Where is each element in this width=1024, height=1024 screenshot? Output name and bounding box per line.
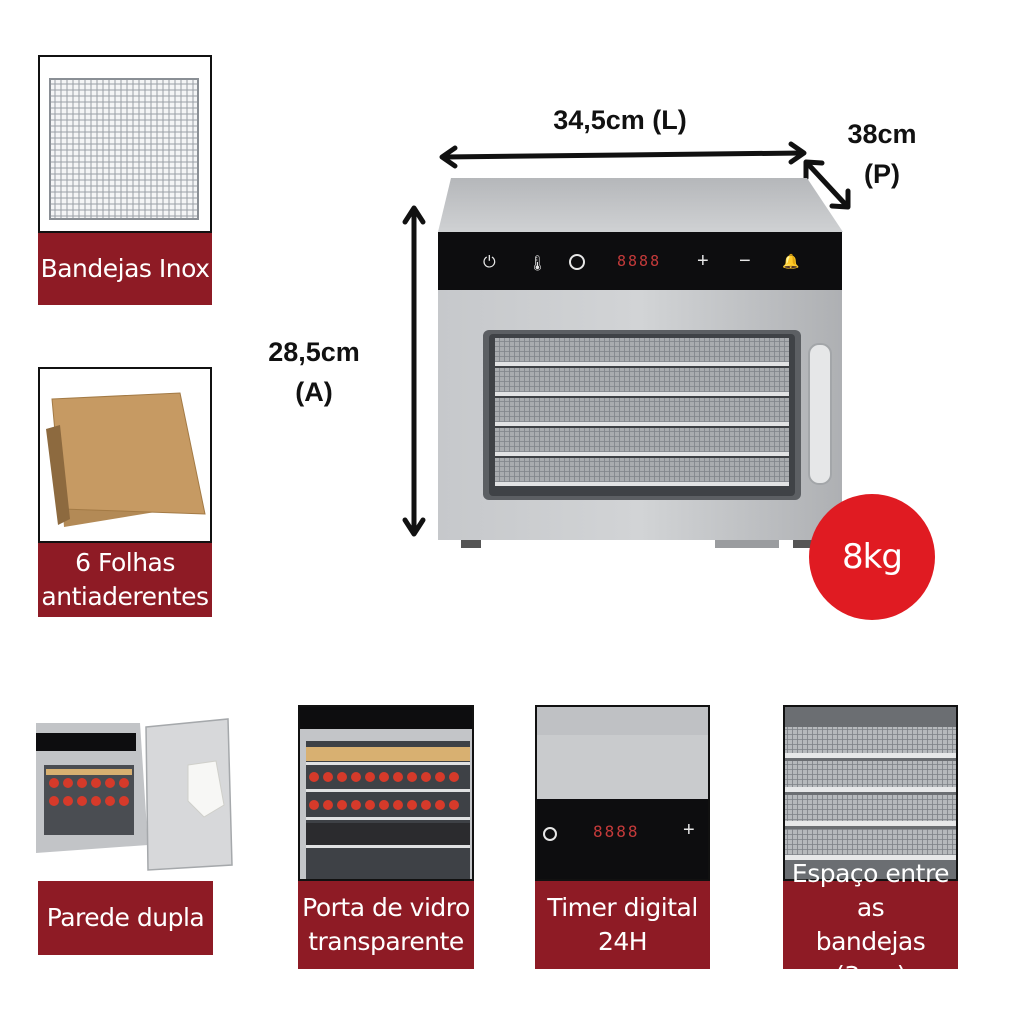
feature-label-double-wall: Parede dupla [38,881,213,955]
dehydrator-trays [495,338,789,486]
glass-door-image [298,705,474,881]
feature-label-glass-door: Porta de vidro transparente [298,881,474,969]
timer-plus-icon: + [683,819,695,841]
non-stick-sheets-icon [46,392,206,527]
clock-icon [569,254,585,270]
panel-display: 8888 [617,252,662,270]
timer-clock-icon [543,827,557,841]
trays-image [38,55,212,233]
alarm-icon: 🔔 [782,253,800,269]
timer-image: 8888 + [535,705,710,881]
double-wall-image [28,705,238,875]
trays-label: Bandejas Inox [38,233,212,305]
plus-icon: + [697,250,709,272]
weight-badge: 8kg [809,494,935,620]
minus-icon: − [739,250,751,272]
timer-display: 8888 [593,822,640,841]
depth-unit: (P) [864,159,900,189]
sheets-label: 6 Folhas antiaderentes [38,543,212,617]
height-unit: (A) [295,377,333,407]
width-label: 34,5cm (L) [553,105,687,135]
feature-label-tray-spacing: Espaço entre as bandejas (3cm) [783,859,958,990]
mesh-tray-icon [49,78,199,220]
sheets-image [38,367,212,543]
temperature-icon: 🌡 [528,255,548,272]
height-value: 28,5cm [268,337,360,367]
height-label: 28,5cm (A) [244,332,384,412]
feature-label-timer: Timer digital 24H [535,881,710,969]
dehydrator-product: ⏻ 🌡 8888 + − 🔔 [437,174,852,554]
power-icon: ⏻ [483,254,496,271]
depth-label: 38cm (P) [822,114,942,194]
depth-value: 38cm [847,119,917,149]
tray-spacing-image [783,705,958,881]
